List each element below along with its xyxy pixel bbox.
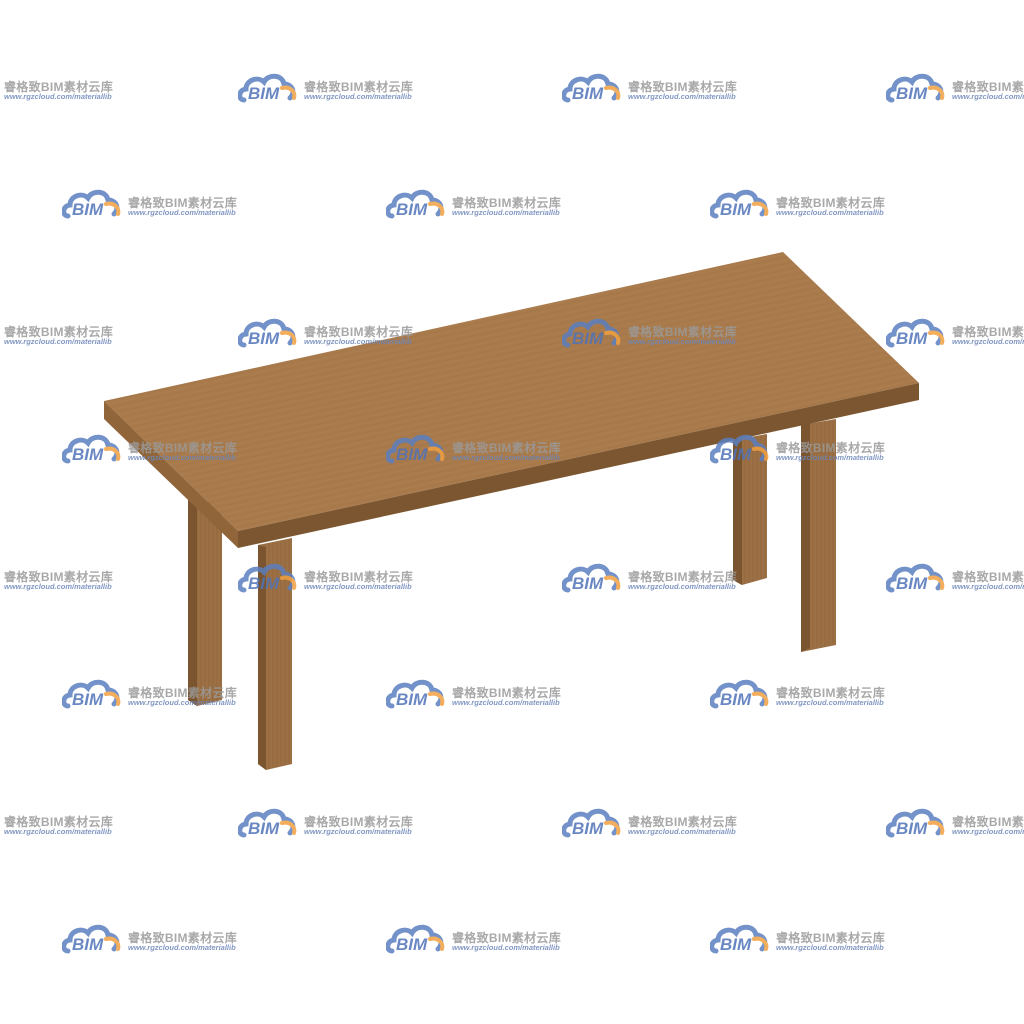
table-leg-front-right [258, 538, 292, 770]
table-leg-back-right [801, 419, 836, 652]
table-leg-front-left [188, 498, 222, 706]
table-top [104, 252, 919, 548]
table-leg-back-left [733, 434, 767, 585]
